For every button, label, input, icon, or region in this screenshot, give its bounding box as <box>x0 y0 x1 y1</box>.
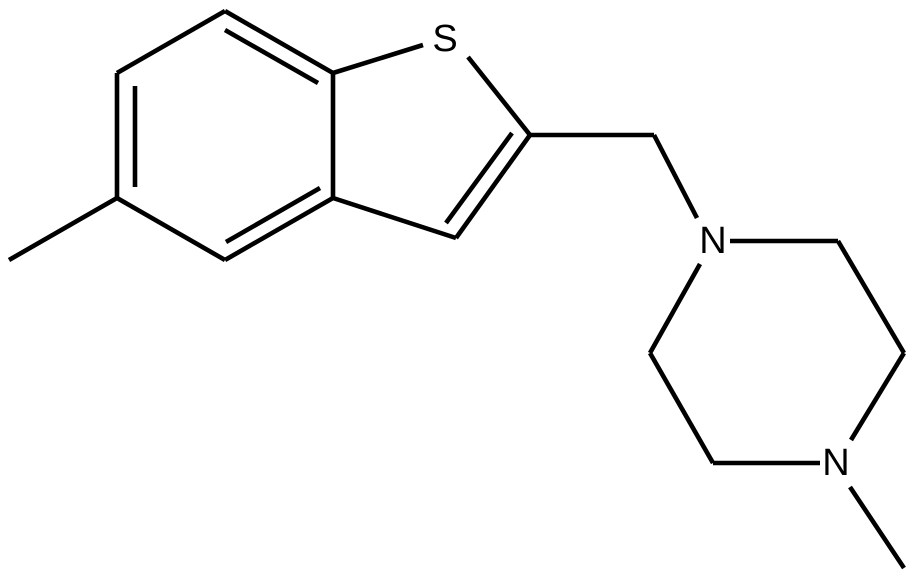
bond-c3-c3a <box>332 195 457 241</box>
bond-c7a-c7-inner <box>223 28 320 85</box>
bond-ca-cb <box>836 239 906 355</box>
bond-c4-c3a <box>223 196 335 262</box>
bond-s-c2 <box>466 55 532 137</box>
bond-cb-n4 <box>849 351 906 442</box>
bond-c4-c3a-inner <box>224 186 322 244</box>
bond-c7a-c7 <box>223 9 335 75</box>
bond-n4-methyl <box>848 485 906 570</box>
bond-c5-c4 <box>115 196 227 262</box>
bond-c2-c3-inner <box>444 131 514 225</box>
bond-cc-cd <box>648 351 715 465</box>
bond-ch2-n1 <box>651 133 700 220</box>
bond-c5-methyl <box>7 196 119 262</box>
atom-nitrogen-methyl: N <box>822 442 849 484</box>
bond-cd-n1 <box>647 262 703 355</box>
atom-sulfur: S <box>432 18 457 60</box>
bond-c2-c3 <box>454 133 532 240</box>
bond-c7-c6 <box>115 9 227 75</box>
atom-nitrogen-benzylic: N <box>699 220 726 262</box>
bond-c7a-s <box>332 42 424 76</box>
